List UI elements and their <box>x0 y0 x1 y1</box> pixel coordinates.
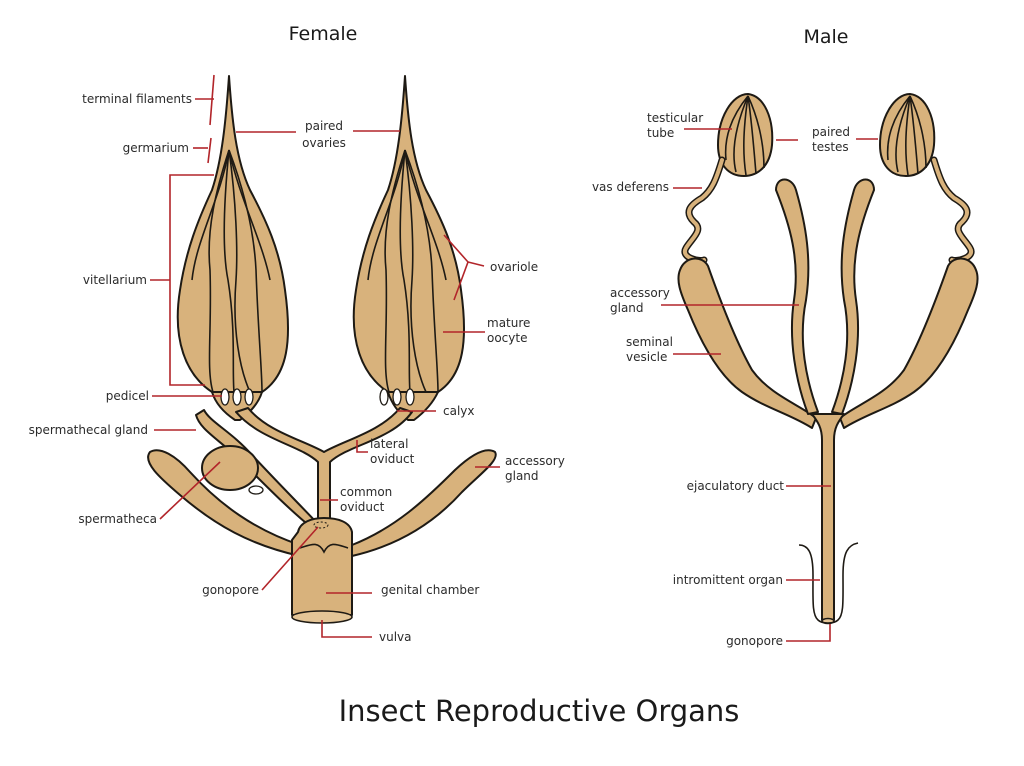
label-male-accessory-gland-line2: gland <box>610 301 644 315</box>
female-diagram <box>147 74 500 638</box>
label-mature-oocyte-line2: oocyte <box>487 331 527 345</box>
label-testicular-tube-line2: tube <box>647 126 674 140</box>
oviducts <box>235 407 413 521</box>
label-paired-testes-line1: paired <box>812 125 850 139</box>
label-male-accessory-gland-line1: accessory <box>610 286 670 300</box>
label-spermathecal-gland: spermathecal gland <box>29 423 148 437</box>
label-lateral-oviduct-line1: lateral <box>370 437 408 451</box>
label-seminal-vesicle-line1: seminal <box>626 335 673 349</box>
label-male-gonopore: gonopore <box>726 634 783 648</box>
male-heading: Male <box>803 26 848 48</box>
right-ovary <box>352 75 466 421</box>
label-vitellarium: vitellarium <box>83 273 147 287</box>
label-vas-deferens: vas deferens <box>592 180 669 194</box>
label-common-oviduct-line2: oviduct <box>340 500 385 514</box>
label-paired-ovaries-line2: ovaries <box>302 136 346 150</box>
label-pedicel: pedicel <box>106 389 149 403</box>
spermatheca-organ <box>201 445 259 491</box>
label-seminal-vesicle-line2: vesicle <box>626 350 667 364</box>
label-ejaculatory-duct: ejaculatory duct <box>687 479 785 493</box>
female-heading: Female <box>289 23 358 45</box>
label-accessory-gland-line1: accessory <box>505 454 565 468</box>
label-vulva: vulva <box>379 630 412 644</box>
label-lateral-oviduct-line2: oviduct <box>370 452 415 466</box>
label-calyx: calyx <box>443 404 475 418</box>
label-genital-chamber: genital chamber <box>381 583 479 597</box>
label-germarium: germarium <box>123 141 189 155</box>
label-accessory-gland-line2: gland <box>505 469 539 483</box>
male-diagram <box>661 93 979 642</box>
left-ovary <box>176 75 290 421</box>
label-mature-oocyte-line1: mature <box>487 316 530 330</box>
label-ovariole: ovariole <box>490 260 538 274</box>
left-testis <box>717 93 774 177</box>
label-testicular-tube-line1: testicular <box>647 111 703 125</box>
label-intromittent-organ: intromittent organ <box>673 573 783 587</box>
diagram-title: Insect Reproductive Organs <box>339 694 740 728</box>
label-spermatheca: spermatheca <box>78 512 157 526</box>
label-common-oviduct-line1: common <box>340 485 392 499</box>
male-leader-lines <box>661 128 878 642</box>
ejaculatory-duct-organ <box>811 413 845 621</box>
genital-chamber-organ <box>291 517 353 616</box>
intromittent-organ-outline <box>798 542 859 624</box>
label-paired-ovaries-line1: paired <box>305 119 343 133</box>
left-male-accessory-gland <box>775 178 819 415</box>
right-male-accessory-gland <box>831 178 875 415</box>
right-seminal-vesicle <box>839 257 979 429</box>
pedicel-hole <box>220 388 230 406</box>
right-testis <box>879 93 936 177</box>
label-female-gonopore: gonopore <box>202 583 259 597</box>
label-paired-testes-line2: testes <box>812 140 849 154</box>
female-leader-lines <box>150 74 500 638</box>
label-terminal-filaments: terminal filaments <box>82 92 192 106</box>
